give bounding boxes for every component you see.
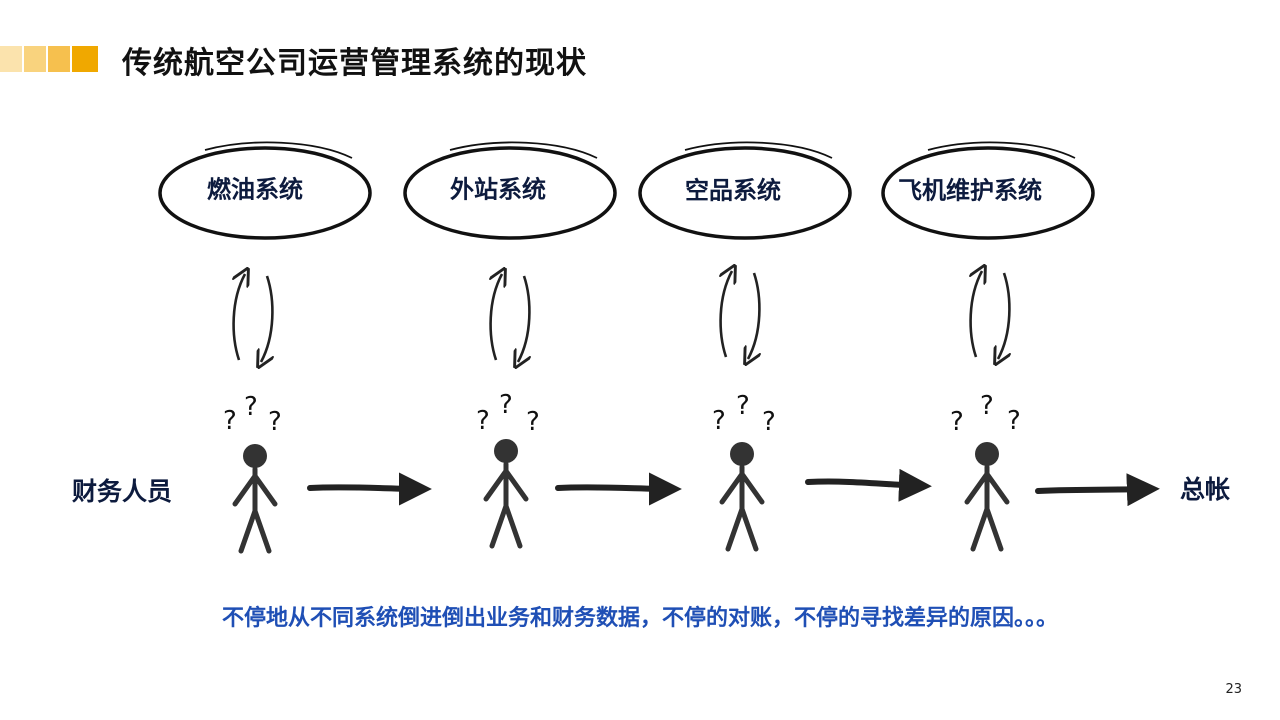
system-label-aircraft-maintenance: 飞机维护系统	[898, 176, 1042, 205]
question-mark: ?	[268, 407, 282, 437]
question-mark: ?	[223, 406, 237, 436]
system-label-catering: 空品系统	[685, 176, 781, 205]
question-mark: ?	[762, 407, 776, 437]
question-mark: ?	[476, 406, 490, 436]
handoff-arrow	[1035, 473, 1160, 507]
stick-figure-icon	[719, 442, 765, 552]
question-mark: ?	[244, 392, 258, 422]
stick-figure-icon	[483, 439, 529, 549]
system-bubble	[403, 141, 617, 240]
rotate-arrows-icon	[234, 274, 273, 362]
question-mark: ?	[1007, 406, 1021, 436]
accent-segment	[24, 46, 46, 72]
accent-segment	[72, 46, 98, 72]
question-mark: ?	[950, 407, 964, 437]
rotate-arrows-icon	[971, 271, 1010, 359]
page-number: 23	[1225, 682, 1242, 697]
question-mark: ?	[499, 390, 513, 420]
stick-figure-icon	[232, 444, 278, 554]
handoff-arrow	[805, 468, 932, 502]
handoff-arrow	[555, 472, 682, 506]
system-label-fuel: 燃油系统	[207, 175, 303, 204]
accent-segment	[48, 46, 70, 72]
general-ledger-label: 总帐	[1180, 475, 1231, 504]
question-mark: ?	[712, 406, 726, 436]
title-accent-bar	[0, 46, 98, 72]
system-bubble	[881, 141, 1095, 240]
finance-staff-label: 财务人员	[72, 477, 173, 506]
stick-figure-icon	[964, 442, 1010, 552]
system-bubble	[638, 141, 852, 240]
caption-text: 不停地从不同系统倒进倒出业务和财务数据，不停的对账，不停的寻找差异的原因。。。	[221, 606, 1058, 631]
question-mark: ?	[980, 391, 994, 421]
rotate-arrows-icon	[491, 274, 530, 362]
question-mark: ?	[526, 407, 540, 437]
handoff-arrow	[307, 472, 432, 506]
system-bubble	[158, 141, 372, 240]
slide-title: 传统航空公司运营管理系统的现状	[122, 46, 587, 81]
system-label-outstation: 外站系统	[450, 175, 546, 204]
rotate-arrows-icon	[721, 271, 760, 359]
accent-segment	[0, 46, 22, 72]
question-mark: ?	[736, 391, 750, 421]
